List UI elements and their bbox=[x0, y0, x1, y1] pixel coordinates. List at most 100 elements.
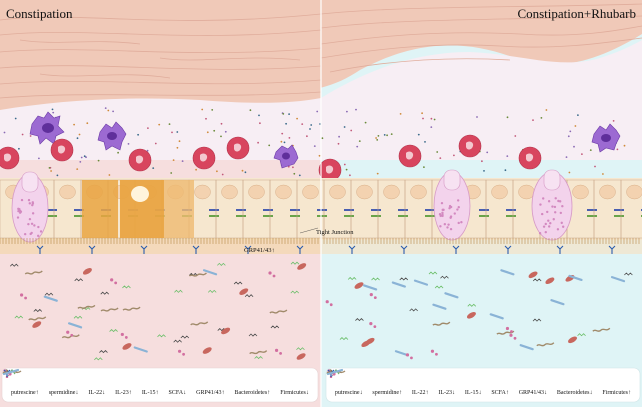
bacterium bbox=[43, 295, 58, 302]
lamina-dot bbox=[375, 137, 377, 139]
metabolite bbox=[233, 281, 243, 285]
lamina-dot bbox=[514, 135, 517, 137]
lamina-dot bbox=[83, 155, 86, 158]
legend-item: spermidine↓ bbox=[2, 369, 79, 396]
lamina-dot bbox=[76, 137, 79, 140]
goblet-cell bbox=[531, 169, 573, 241]
lamina-dot bbox=[76, 168, 79, 171]
lamina-dot bbox=[309, 128, 311, 130]
lamina-dot bbox=[258, 114, 260, 117]
metabolite bbox=[174, 289, 183, 293]
legend-item: IL-15↑ bbox=[3, 369, 158, 396]
legend-right: putrescine↓ spermidine↑ IL-22↑ IL-23↓ IL… bbox=[326, 368, 640, 400]
metabolite bbox=[296, 347, 305, 351]
macrophage bbox=[29, 111, 65, 145]
lamina-dot bbox=[282, 113, 285, 115]
lamina-dot bbox=[589, 149, 592, 152]
scfa-molecule bbox=[369, 322, 373, 326]
bacterium bbox=[202, 347, 212, 354]
legend-label: IL-22↓ bbox=[88, 390, 106, 396]
bacterium bbox=[249, 350, 268, 355]
neutrophil bbox=[318, 158, 342, 182]
immune-cells bbox=[0, 111, 621, 182]
lamina-dot bbox=[216, 170, 218, 173]
scfa-molecule bbox=[510, 330, 513, 333]
lamina-dot bbox=[287, 165, 290, 168]
bacterium bbox=[100, 307, 119, 312]
bacterium bbox=[61, 334, 80, 339]
lamina-dot bbox=[422, 117, 424, 120]
legend-item: putrescine↓ bbox=[326, 369, 363, 396]
lamina-dot bbox=[594, 165, 596, 168]
metabolite bbox=[94, 357, 103, 361]
metabolite bbox=[577, 333, 586, 337]
lamina-dot bbox=[108, 174, 111, 176]
lamina-dot bbox=[221, 173, 224, 176]
bacterium bbox=[500, 269, 515, 276]
legend-label: Firmicutes↓ bbox=[280, 390, 309, 396]
lamina-dot bbox=[80, 156, 83, 159]
macrophage bbox=[591, 123, 621, 153]
lamina-dot bbox=[259, 122, 261, 125]
bacterium bbox=[545, 277, 555, 285]
bacterium bbox=[363, 284, 378, 291]
legend-label: IL-22↑ bbox=[411, 390, 429, 396]
cell-nucleus bbox=[626, 184, 642, 200]
bacterium bbox=[188, 272, 207, 277]
metabolite bbox=[624, 272, 633, 276]
lamina-dot bbox=[504, 169, 507, 172]
lamina-dot bbox=[288, 137, 291, 139]
lamina-dot bbox=[241, 169, 244, 172]
legend-item: GRP41/43↓ bbox=[327, 369, 548, 396]
legend-label: putrescine↓ bbox=[334, 390, 363, 396]
cell-nucleus bbox=[383, 184, 400, 200]
bacterium bbox=[354, 282, 364, 289]
lamina-dot bbox=[453, 154, 455, 157]
metabolite bbox=[74, 278, 83, 282]
bacterium bbox=[536, 342, 555, 347]
lamina-dot bbox=[293, 172, 296, 175]
lamina-dot bbox=[383, 134, 386, 136]
legend-item: SCFA↑ bbox=[327, 369, 509, 396]
lamina-dot bbox=[430, 117, 433, 120]
metabolite bbox=[270, 325, 280, 329]
cell-nucleus bbox=[572, 184, 589, 200]
bacterium bbox=[432, 321, 451, 326]
cell-nucleus bbox=[356, 184, 373, 200]
bacterium bbox=[297, 263, 307, 270]
lamina-dot bbox=[568, 171, 571, 174]
lamina-propria-dots bbox=[3, 107, 626, 177]
legend-left: putrescine↑ spermidine↓ IL-22↓ IL-23↑ IL… bbox=[2, 368, 318, 400]
lamina-dot bbox=[483, 170, 485, 172]
metabolite bbox=[347, 276, 357, 281]
lamina-dot bbox=[176, 131, 179, 133]
lamina-dot bbox=[283, 141, 286, 144]
bacterium bbox=[122, 343, 132, 350]
bacterium bbox=[221, 327, 231, 335]
goblet-cell bbox=[433, 169, 471, 241]
lamina-dot bbox=[79, 161, 82, 163]
lamina-dot bbox=[296, 117, 298, 120]
lamina-dot bbox=[343, 126, 346, 128]
scfa-molecule bbox=[70, 333, 74, 337]
metabolite bbox=[428, 271, 438, 275]
receptor-label: GRP41/43↑ bbox=[244, 247, 275, 254]
bacterium bbox=[519, 344, 534, 351]
lamina-dot bbox=[172, 159, 175, 162]
scfa-molecule bbox=[120, 332, 124, 337]
lamina-dot bbox=[21, 133, 24, 136]
receptor bbox=[244, 245, 252, 254]
lamina-dot bbox=[285, 122, 287, 125]
bacterium bbox=[567, 336, 577, 344]
bacterium bbox=[133, 346, 148, 353]
lamina-dot bbox=[137, 133, 140, 136]
legend-label: spermidine↓ bbox=[48, 390, 79, 396]
legend-label: GRP41/43↓ bbox=[518, 390, 548, 396]
scfa-molecule bbox=[268, 271, 272, 275]
legend-item: IL-15↓ bbox=[327, 369, 482, 396]
legend-item: IL-22↑ bbox=[327, 369, 429, 396]
lamina-dot bbox=[623, 144, 626, 147]
lamina-dot bbox=[318, 154, 321, 157]
cell-nucleus bbox=[194, 184, 211, 200]
lamina-dot bbox=[376, 172, 379, 175]
